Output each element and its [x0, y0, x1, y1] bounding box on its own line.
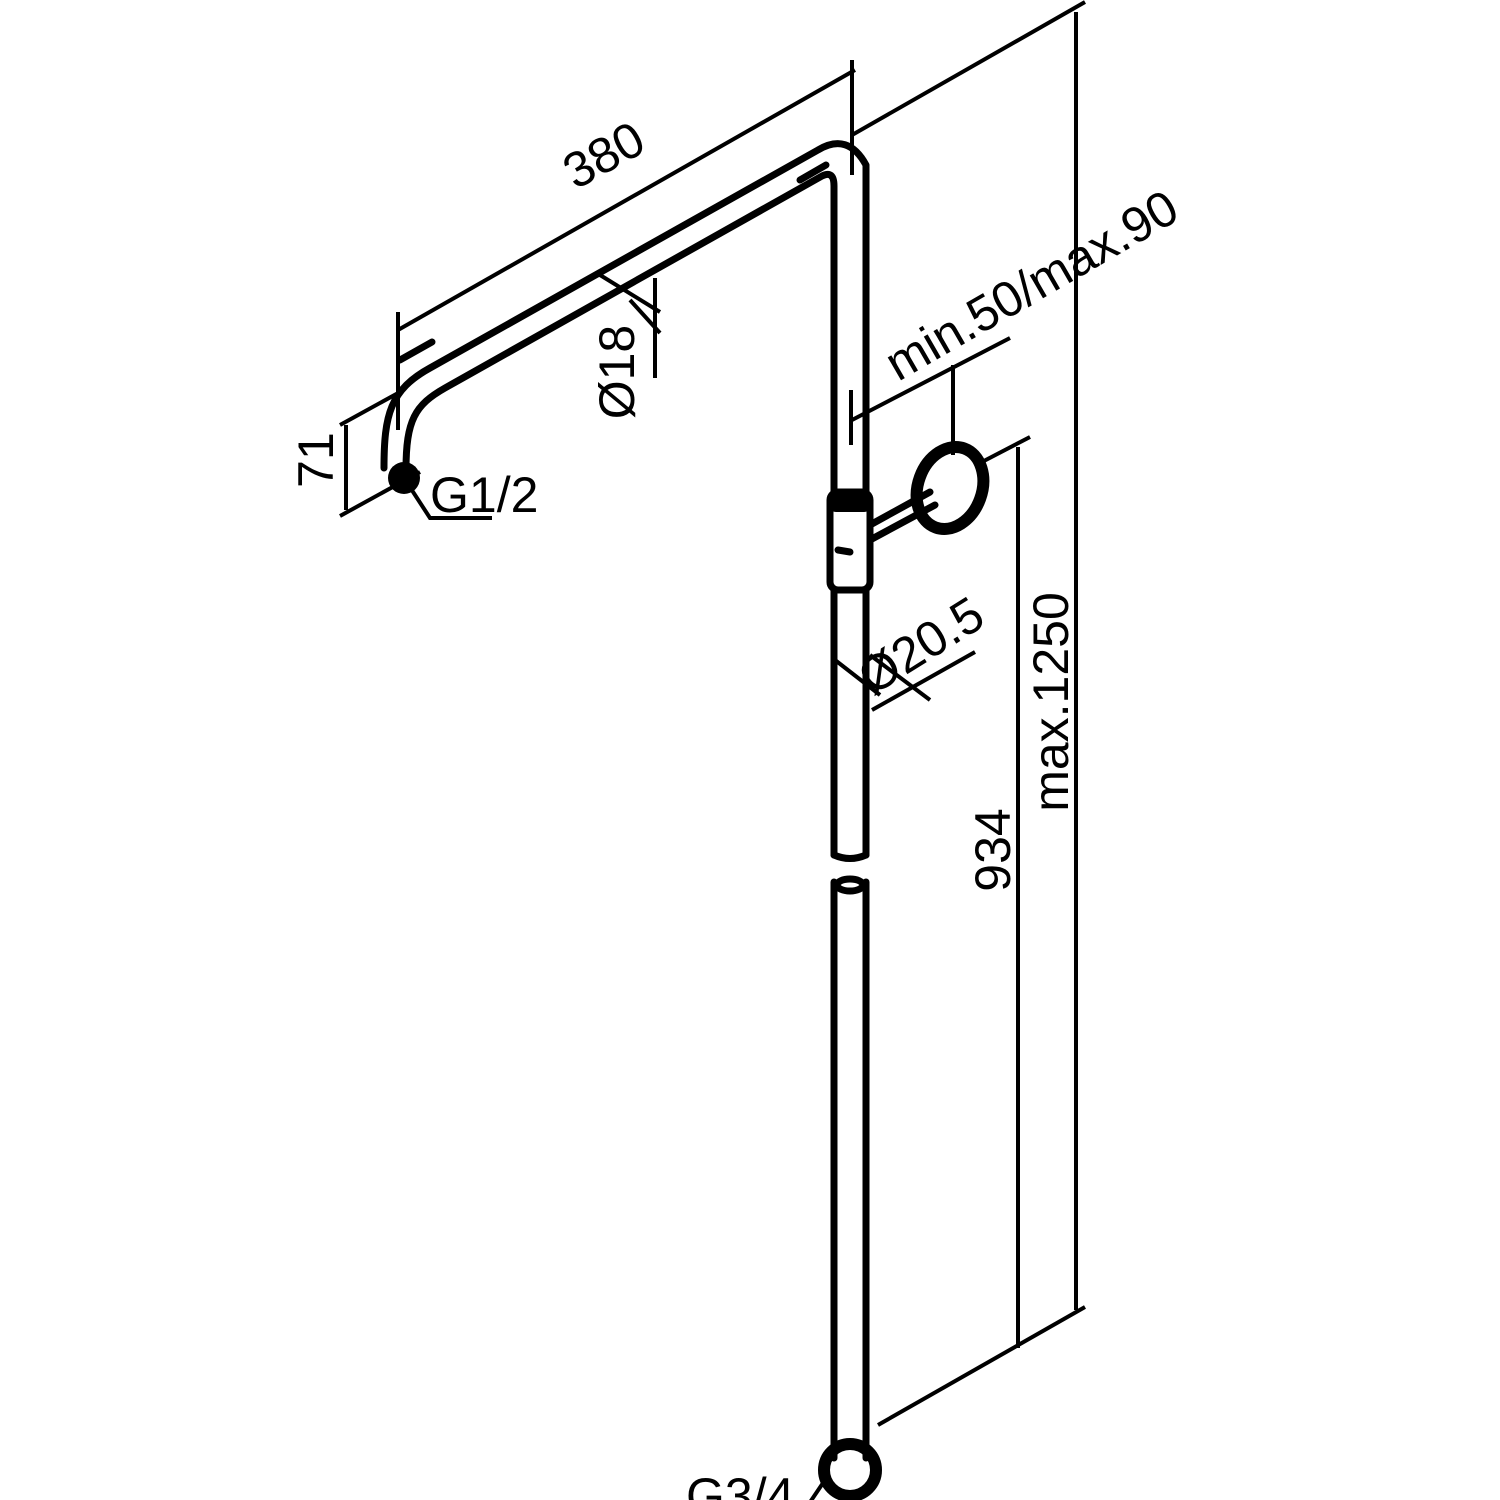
dim-label-bracket-height: 934	[965, 808, 1021, 891]
ext-line-top	[851, 0, 1086, 137]
thread-label-g12: G1/2	[430, 467, 538, 523]
ext-line	[339, 390, 401, 427]
arm-highlight	[396, 338, 436, 364]
dim-line-20-5	[868, 653, 932, 702]
dim-label-total-height: max.1250	[1023, 592, 1079, 812]
inlet-fitting	[818, 1438, 882, 1500]
dim-line-wall	[851, 336, 1011, 422]
rail-break	[833, 875, 867, 895]
dim-label-arm-diameter: Ø18	[589, 325, 645, 420]
dim-line-380	[397, 68, 856, 332]
bracket-screw	[834, 546, 854, 556]
ext-line	[339, 470, 421, 518]
dim-line-20-5	[871, 650, 976, 712]
dim-line-18	[598, 273, 662, 314]
dim-label-arm-length: 380	[554, 110, 654, 199]
dim-label-rail-diameter: Ø20.5	[848, 586, 993, 706]
shower-arm-inner	[402, 170, 838, 496]
ext-line-bottom	[877, 1305, 1086, 1427]
ext-line	[979, 435, 1031, 465]
wall-flange	[910, 441, 990, 535]
rail-bracket-band	[830, 492, 870, 512]
dim-label-wall-distance: min.50/max.90	[875, 179, 1187, 391]
leader-g12	[402, 476, 492, 520]
dim-label-arm-drop: 71	[288, 432, 344, 488]
rail-break	[830, 851, 870, 862]
shower-arm-outer	[380, 140, 870, 496]
dim-line-20-5	[833, 658, 882, 697]
leader-g34	[809, 1478, 827, 1500]
thread-label-g34: G3/4	[686, 1468, 794, 1500]
arm-highlight	[796, 161, 830, 184]
